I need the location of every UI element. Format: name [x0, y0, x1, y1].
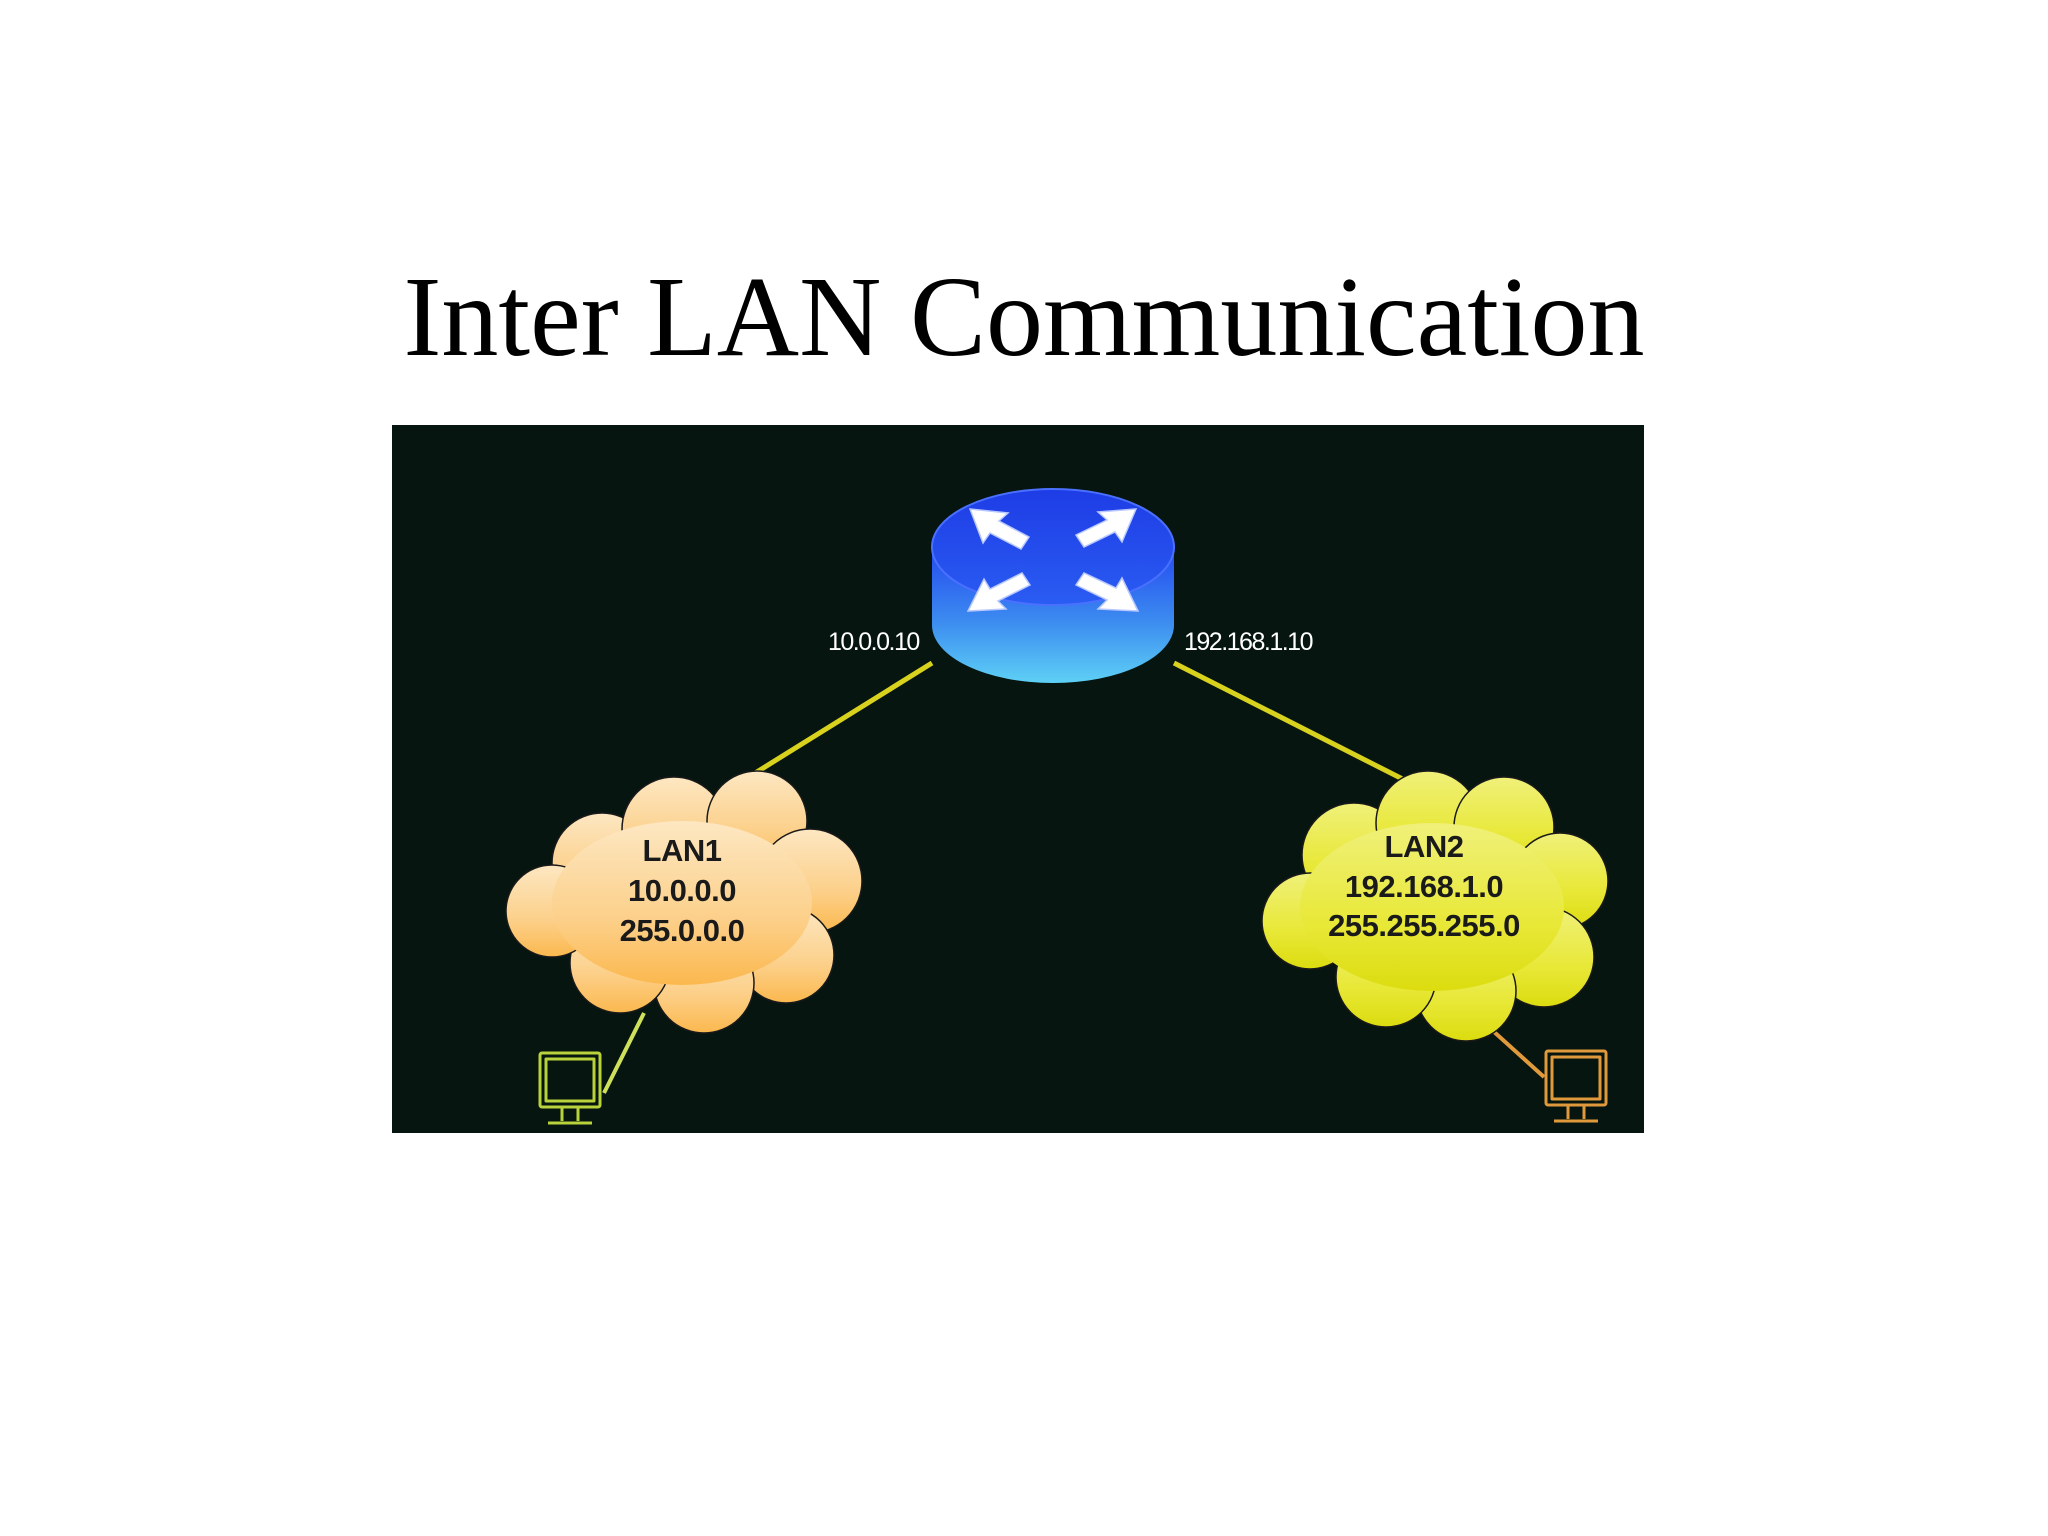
router-interface-right-ip: 192.168.1.10 — [1184, 628, 1313, 656]
link-router-lan1 — [750, 660, 934, 778]
lan2-name: LAN2 — [1385, 829, 1464, 864]
lan1-cloud — [505, 770, 863, 1034]
link-lan1-host1 — [602, 1012, 646, 1094]
lan2-network: 192.168.1.0 — [1345, 869, 1503, 904]
link-router-lan2 — [1172, 660, 1436, 798]
router-icon — [931, 488, 1175, 683]
lan1-name: LAN1 — [643, 833, 722, 868]
host1-computer-icon — [538, 1051, 602, 1125]
router-interface-left-ip: 10.0.0.10 — [828, 628, 919, 656]
host2-computer-icon — [1544, 1049, 1608, 1123]
lan1-mask: 255.0.0.0 — [620, 913, 745, 948]
lan2-cloud — [1261, 770, 1609, 1042]
lan1-network: 10.0.0.0 — [628, 873, 736, 908]
slide-title: Inter LAN Communication — [403, 253, 1645, 380]
lan2-mask: 255.255.255.0 — [1328, 908, 1520, 943]
network-diagram: 10.0.0.10 192.168.1.10 LAN1 10.0.0.0 255… — [392, 425, 1644, 1133]
network-diagram-canvas: 10.0.0.10 192.168.1.10 LAN1 10.0.0.0 255… — [505, 488, 1609, 1125]
